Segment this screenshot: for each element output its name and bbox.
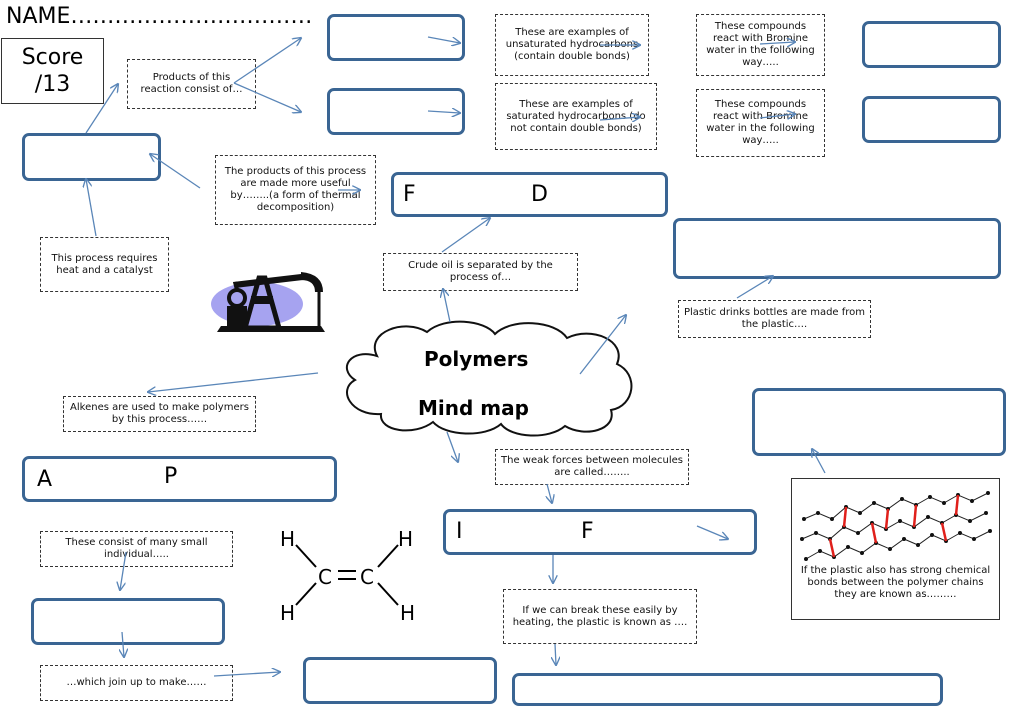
answer-box-addition-polymerisation[interactable]	[22, 456, 337, 502]
arrow-cloud-to-alkenes	[148, 372, 319, 392]
thought-cloud	[345, 320, 633, 437]
ethene-c-right: C	[360, 565, 374, 589]
prompt-weak-forces: The weak forces between molecules are ca…	[495, 449, 689, 485]
prompt-products-of-reaction: Products of this reaction consist of…	[127, 59, 256, 109]
prompt-break-by-heating: If we can break these easily by heating,…	[503, 589, 697, 644]
answer-box-fractional-distillation[interactable]	[391, 172, 668, 217]
arrow-bromine-top	[759, 42, 795, 44]
arrow-bottles-to-box	[736, 276, 773, 299]
arrow-crude-to-fd	[441, 218, 490, 253]
arrow-box2-to-saturated	[427, 111, 460, 113]
prompt-bromine-saturated: These compounds react with Bromine water…	[696, 89, 825, 157]
ethene-structure: H H H H C C	[278, 525, 420, 625]
answer-box-bromine-2[interactable]	[862, 96, 1001, 143]
hint-letter-i: I	[456, 519, 463, 544]
hint-letter-f2: F	[581, 519, 594, 544]
score-total: /13	[34, 72, 71, 97]
ethene-h-bottom-right: H	[400, 601, 416, 625]
hint-letter-p: P	[164, 464, 178, 489]
ethene-h-top-left: H	[280, 527, 296, 551]
arrow-box1-to-unsaturated	[427, 36, 460, 43]
arrow-individual-to-join	[122, 631, 124, 657]
prompt-join-up: …which join up to make……	[40, 665, 233, 701]
arrow-if-right	[696, 525, 728, 539]
oil-pump-icon	[211, 272, 325, 332]
answer-box-thermosoftening[interactable]	[512, 673, 943, 706]
answer-box-bromine-1[interactable]	[862, 21, 1001, 68]
ethene-h-bottom-left: H	[280, 601, 296, 625]
ethene-c-left: C	[318, 565, 332, 589]
prompt-crude-oil-separated: Crude oil is separated by the process of…	[383, 253, 578, 291]
score-label: Score	[21, 45, 84, 70]
arrow-cloud-to-crude	[443, 289, 451, 323]
cloud-title-line1: Polymers	[424, 347, 529, 371]
arrow-weak-forces-to-if	[547, 483, 552, 503]
prompt-plastic-bottles: Plastic drinks bottles are made from the…	[678, 300, 871, 338]
answer-box-product-2[interactable]	[327, 88, 465, 135]
prompt-alkenes-polymers: Alkenes are used to make polymers by thi…	[63, 396, 256, 432]
arrow-bromine-bottom	[759, 114, 795, 118]
prompt-strong-bonds: If the plastic also has strong chemical …	[800, 565, 991, 600]
arrow-heating-to-thermosoftening	[555, 643, 556, 665]
answer-box-thermosetting[interactable]	[752, 388, 1006, 456]
arrow-more-useful-to-cracking	[150, 154, 201, 189]
arrow-catalyst-to-cracking	[86, 179, 97, 237]
name-field-label: NAME……………………………	[6, 4, 313, 29]
polymer-diagram-panel: If the plastic also has strong chemical …	[791, 478, 1000, 620]
answer-box-intermolecular-forces[interactable]	[443, 509, 757, 555]
hint-letter-a: A	[37, 467, 53, 492]
arrow-products-to-box2	[233, 82, 301, 112]
ethene-h-top-right: H	[398, 527, 414, 551]
arrow-ap-to-individual	[120, 551, 127, 590]
prompt-many-small-individual: These consist of many small individual….…	[40, 531, 233, 567]
arrow-cloud-to-weak-forces	[446, 431, 458, 462]
score-box: Score /13	[1, 38, 104, 104]
prompt-heat-and-catalyst: This process requires heat and a catalys…	[40, 237, 169, 292]
answer-box-monomers[interactable]	[31, 598, 225, 645]
arrow-cracking-to-products	[85, 84, 118, 134]
arrow-join-to-polymer	[213, 672, 280, 676]
arrow-saturated-to-bromine	[599, 117, 640, 120]
prompt-products-more-useful: The products of this process are made mo…	[215, 155, 376, 225]
prompt-saturated-examples: These are examples of saturated hydrocar…	[495, 83, 657, 150]
polymer-chains-diagram	[800, 491, 992, 561]
arrow-diagram-to-thermosetting	[812, 449, 826, 474]
hint-letter-d: D	[531, 182, 548, 207]
hint-letter-f: F	[403, 182, 416, 207]
prompt-bromine-unsaturated: These compounds react with Bromine water…	[696, 14, 825, 76]
cloud-title-line2: Mind map	[418, 396, 529, 420]
answer-box-polymer[interactable]	[303, 657, 497, 704]
arrow-products-to-box1	[233, 38, 301, 84]
arrow-cloud-to-bottles	[579, 315, 626, 375]
answer-box-plastic-bottles[interactable]	[673, 218, 1001, 279]
answer-box-product-1[interactable]	[327, 14, 465, 61]
answer-box-cracking[interactable]	[22, 133, 161, 181]
